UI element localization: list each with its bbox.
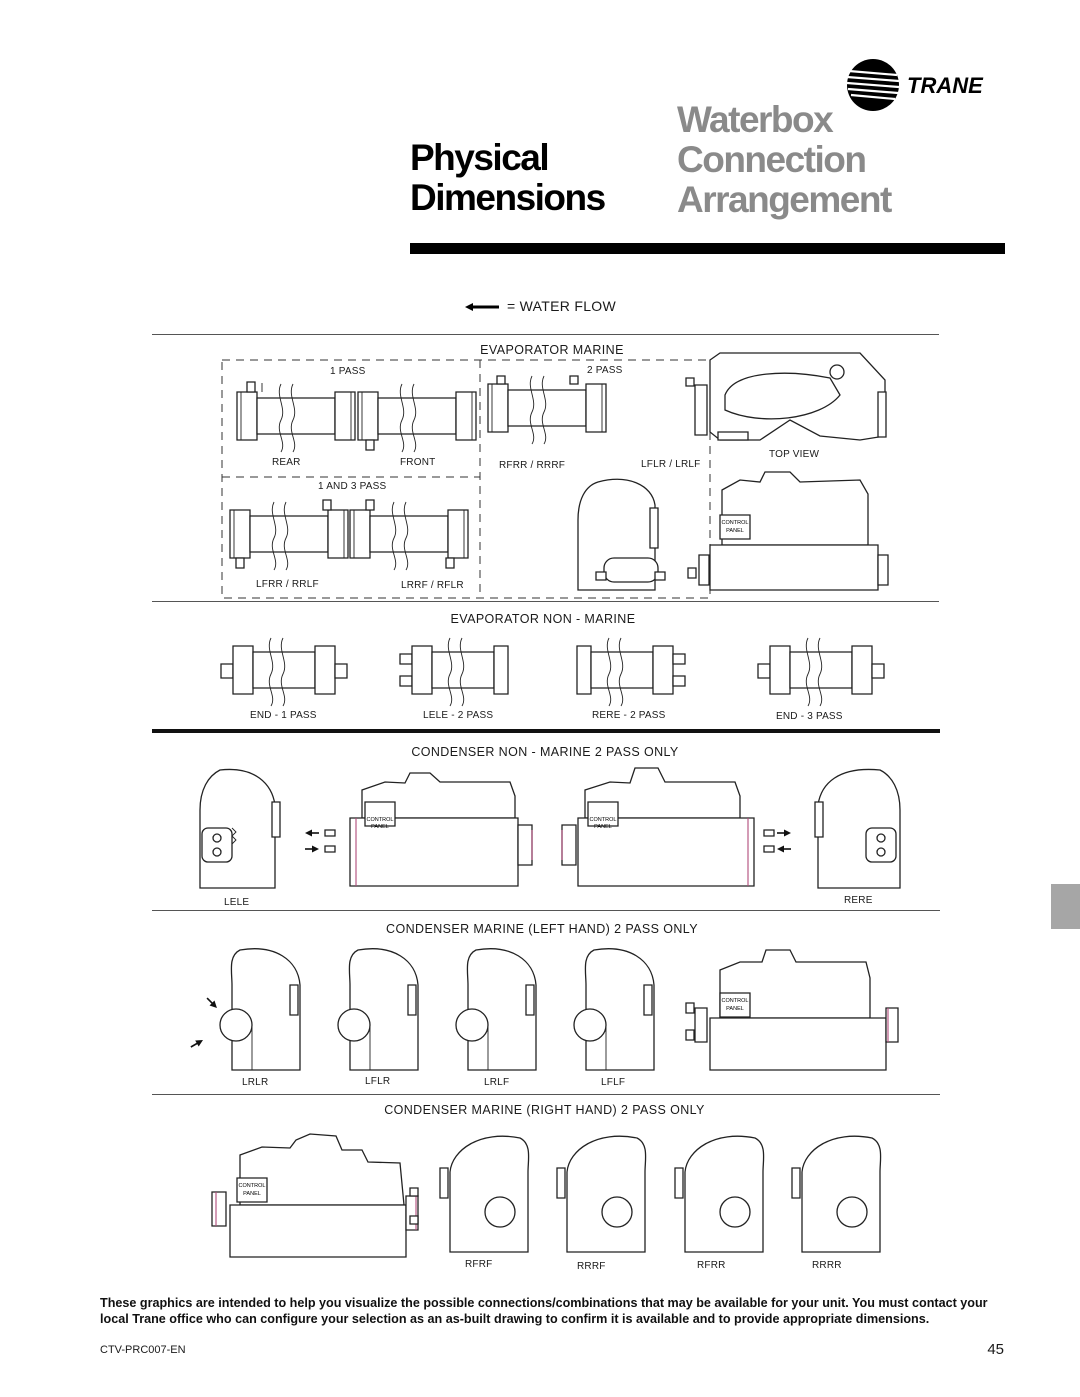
label-top-view: TOP VIEW <box>769 449 820 460</box>
label-rrrf: RRRF <box>577 1261 606 1272</box>
label-front: FRONT <box>400 457 436 468</box>
label-1-pass: 1 PASS <box>330 366 366 377</box>
title-arrangement: Arrangement <box>677 179 892 220</box>
label-lfrr: LFRR / RRLF <box>256 579 319 590</box>
title-waterbox: Waterbox <box>677 99 834 140</box>
label-lflr-cond: LFLR <box>365 1076 391 1087</box>
svg-text:CONTROL: CONTROL <box>722 520 749 526</box>
footer-note: These graphics are intended to help you … <box>100 1296 988 1326</box>
label-rfrr-cond: RFRR <box>697 1260 726 1271</box>
label-rear: REAR <box>272 457 301 468</box>
label-rfrf: RFRF <box>465 1259 493 1270</box>
label-end-3-pass: END - 3 PASS <box>776 711 843 722</box>
section-title: Waterbox Connection Arrangement <box>677 99 892 220</box>
page-number: 45 <box>987 1341 1004 1358</box>
svg-text:CONTROL: CONTROL <box>239 1183 266 1189</box>
cond-marine-left-title: CONDENSER MARINE (LEFT HAND) 2 PASS ONLY <box>386 922 698 936</box>
divider <box>152 1094 940 1095</box>
label-lrlr: LRLR <box>242 1077 269 1088</box>
trane-logo: TRANE <box>845 57 1010 113</box>
label-rere-2-pass: RERE - 2 PASS <box>592 710 666 721</box>
label-1-and-3-pass: 1 AND 3 PASS <box>318 481 387 492</box>
page-title: Physical Dimensions <box>410 137 606 218</box>
svg-text:CONTROL: CONTROL <box>367 817 394 823</box>
label-rrrr: RRRR <box>812 1260 842 1271</box>
svg-text:PANEL: PANEL <box>726 528 744 534</box>
svg-text:PANEL: PANEL <box>726 1006 744 1012</box>
svg-text:PANEL: PANEL <box>371 824 389 830</box>
svg-text:PANEL: PANEL <box>594 824 612 830</box>
svg-text:PANEL: PANEL <box>243 1191 261 1197</box>
section-tab <box>1051 884 1080 929</box>
label-2-pass: 2 PASS <box>587 365 623 376</box>
label-end-1-pass: END - 1 PASS <box>250 710 317 721</box>
label-lrrf: LRRF / RFLR <box>401 580 464 591</box>
evap-marine-title: EVAPORATOR MARINE <box>480 343 624 357</box>
cond-non-marine-title: CONDENSER NON - MARINE 2 PASS ONLY <box>411 745 679 759</box>
doc-number: CTV-PRC007-EN <box>100 1344 186 1356</box>
title-rule <box>410 243 1005 254</box>
label-lrlf: LRLF <box>484 1077 510 1088</box>
label-lele-2-pass: LELE - 2 PASS <box>423 710 494 721</box>
title-connection: Connection <box>677 139 867 180</box>
title-physical: Physical <box>410 137 550 178</box>
label-rere: RERE <box>844 895 873 906</box>
svg-text:CONTROL: CONTROL <box>722 998 749 1004</box>
divider <box>152 334 939 335</box>
title-dimensions: Dimensions <box>410 177 606 218</box>
label-rfrr: RFRR / RRRF <box>499 460 566 471</box>
evap-non-marine-title: EVAPORATOR NON - MARINE <box>450 612 636 626</box>
divider <box>152 601 939 602</box>
water-flow-legend: = WATER FLOW <box>465 298 616 314</box>
legend-text: = WATER FLOW <box>507 298 616 314</box>
svg-text:CONTROL: CONTROL <box>590 817 617 823</box>
label-lflr: LFLR / LRLF <box>641 459 701 470</box>
divider-heavy <box>152 729 940 733</box>
label-lele: LELE <box>224 897 250 908</box>
label-lflf: LFLF <box>601 1077 626 1088</box>
divider <box>152 910 940 911</box>
cond-marine-right-title: CONDENSER MARINE (RIGHT HAND) 2 PASS ONL… <box>384 1103 705 1117</box>
svg-text:TRANE: TRANE <box>907 73 984 98</box>
flow-arrow-icon <box>465 303 499 312</box>
